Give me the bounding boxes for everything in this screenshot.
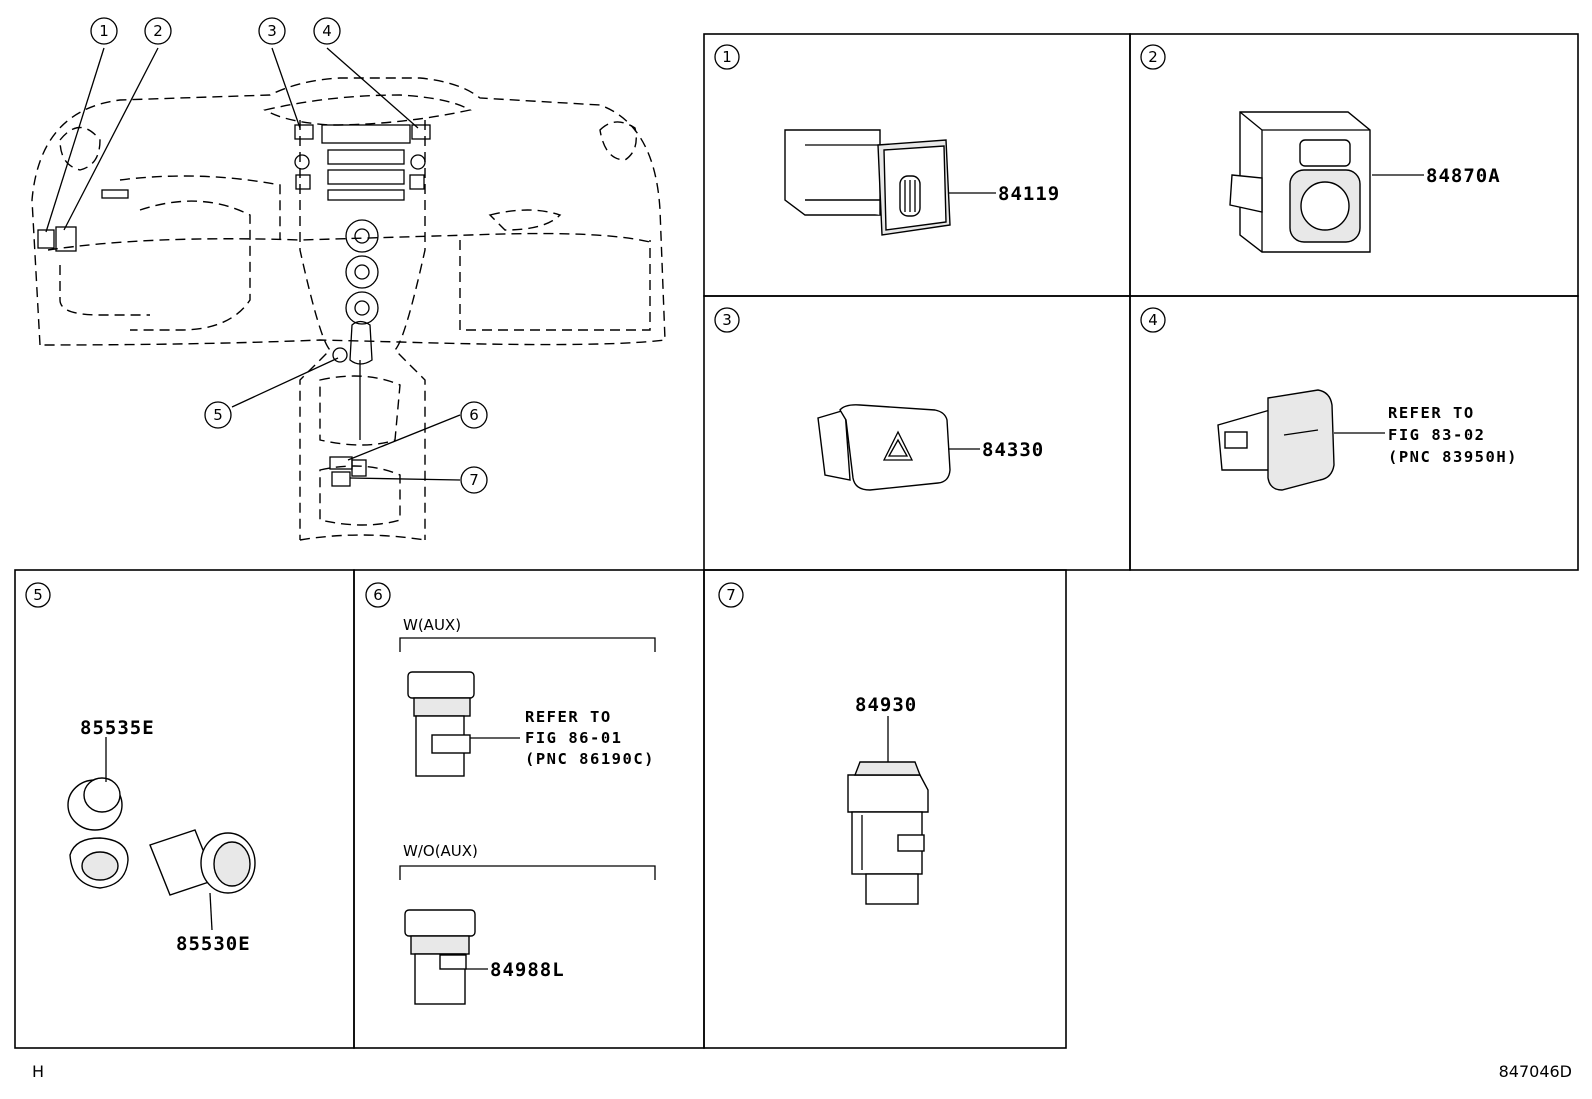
svg-text:4: 4 xyxy=(322,22,332,40)
passenger-airbag-indicator-icon xyxy=(1217,389,1335,491)
refer-line-1: REFER TO xyxy=(525,708,612,726)
cigarette-lighter-icon xyxy=(149,829,256,896)
panel-1: 1 84119 xyxy=(714,44,1060,236)
part-number-85535E: 85535E xyxy=(80,717,155,739)
svg-text:2: 2 xyxy=(153,22,163,40)
mirror-switch-icon xyxy=(1229,111,1371,253)
svg-text:6: 6 xyxy=(373,586,383,604)
panel-6: 6 W(AUX) REFER TO FIG 86-01 (PNC 86190C)… xyxy=(365,582,656,1005)
panel-2: 2 84870A xyxy=(1140,44,1501,253)
panel-3: 3 84330 xyxy=(714,307,1044,491)
aux-switch-icon xyxy=(407,671,475,777)
overview-callout-6: 6 xyxy=(460,401,488,429)
panel-7: 7 84930 xyxy=(718,582,929,905)
svg-text:2: 2 xyxy=(1148,48,1158,66)
overview-callout-3: 3 xyxy=(258,17,286,45)
variant-label-wo-aux: W/O(AUX) xyxy=(403,842,478,860)
panel-4-frame xyxy=(1129,295,1579,571)
refer-line-2: FIG 86-01 xyxy=(525,729,623,747)
overview-callout-5: 5 xyxy=(204,401,232,429)
svg-text:1: 1 xyxy=(722,48,732,66)
svg-text:5: 5 xyxy=(33,586,43,604)
panel-4: 4 REFER TO FIG 83-02 (PNC 83950H) xyxy=(1140,307,1518,491)
overview-callouts: 1 2 3 4 5 6 7 xyxy=(45,17,488,494)
hazard-switch-icon xyxy=(817,404,951,491)
svg-text:3: 3 xyxy=(722,311,732,329)
part-number-84119: 84119 xyxy=(998,183,1060,205)
headlamp-leveling-switch-icon xyxy=(784,129,951,236)
part-number-84330: 84330 xyxy=(982,439,1044,461)
svg-text:6: 6 xyxy=(469,406,479,424)
svg-text:7: 7 xyxy=(726,586,736,604)
panel-5: 5 85535E 85530E xyxy=(25,582,256,955)
overview-callout-2: 2 xyxy=(144,17,172,45)
part-number-84930: 84930 xyxy=(855,694,917,716)
blank-switch-icon xyxy=(404,909,476,1005)
part-number-84870A: 84870A xyxy=(1426,165,1501,187)
footer-left-code: H xyxy=(32,1062,44,1081)
variant-label-w-aux: W(AUX) xyxy=(403,616,461,634)
part-number-85530E: 85530E xyxy=(176,933,251,955)
refer-line-1: REFER TO xyxy=(1388,404,1475,422)
refer-line-3: (PNC 83950H) xyxy=(1388,448,1518,466)
svg-text:5: 5 xyxy=(213,406,223,424)
figure-id: 847046D xyxy=(1499,1062,1572,1081)
power-outlet-socket-icon xyxy=(67,777,129,889)
svg-text:4: 4 xyxy=(1148,311,1158,329)
vsc-off-switch-icon xyxy=(847,761,929,905)
overview-callout-1: 1 xyxy=(90,17,118,45)
svg-text:7: 7 xyxy=(469,471,479,489)
part-number-84988L: 84988L xyxy=(490,959,565,981)
panel-7-frame xyxy=(703,569,1067,1049)
svg-text:1: 1 xyxy=(99,22,109,40)
overview-callout-7: 7 xyxy=(460,466,488,494)
svg-text:3: 3 xyxy=(267,22,277,40)
refer-line-2: FIG 83-02 xyxy=(1388,426,1486,444)
panel-5-frame xyxy=(14,569,355,1049)
overview-callout-4: 4 xyxy=(313,17,341,45)
refer-line-3: (PNC 86190C) xyxy=(525,750,655,768)
dashboard-overview xyxy=(31,77,666,541)
